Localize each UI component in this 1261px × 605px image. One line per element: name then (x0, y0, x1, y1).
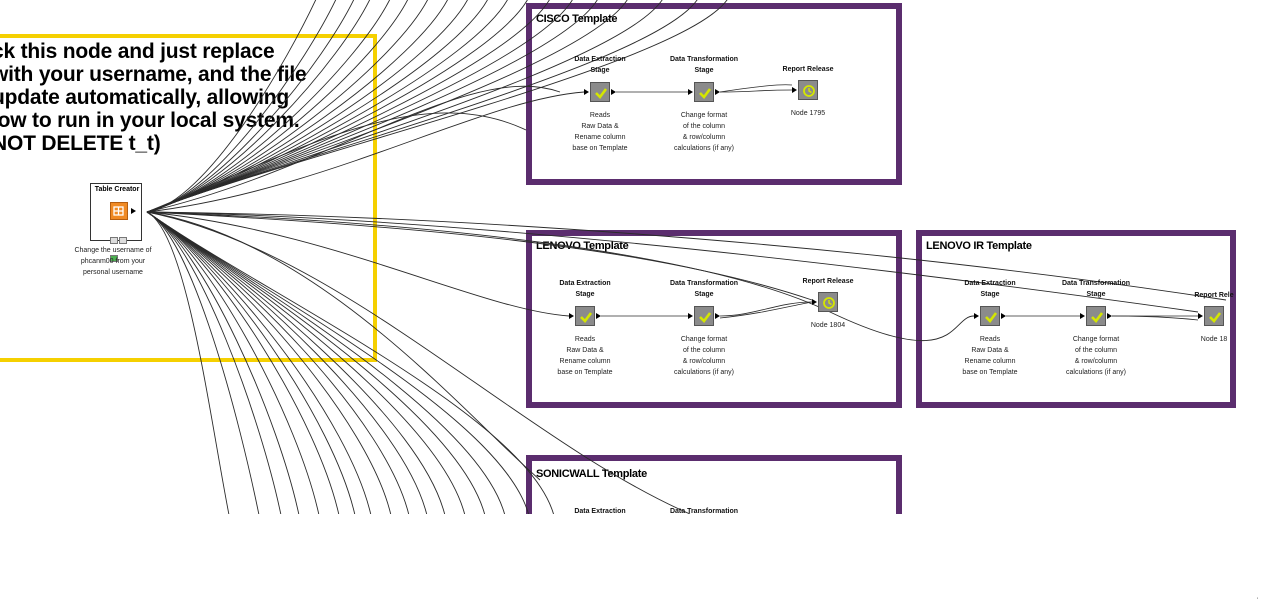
output-port[interactable] (596, 313, 601, 319)
node-description: Reads Raw Data & Rename column base on T… (962, 336, 1018, 376)
workflow-annotation[interactable]: ck this node and just replace with your … (0, 34, 377, 362)
input-port[interactable] (584, 89, 589, 95)
component-node-icon[interactable] (575, 306, 595, 326)
node-label: Report Rele (1194, 292, 1234, 299)
table-creator-title: Table Creator (94, 186, 140, 193)
table-creator-node[interactable]: Table Creator (90, 183, 142, 262)
output-port[interactable] (131, 208, 136, 214)
report-release-node-icon[interactable] (798, 80, 818, 100)
table-creator-description: Change the username of phcanm00 from you… (74, 247, 152, 276)
node-description: Change format of the column & row/column… (1066, 336, 1126, 376)
report-release-node-icon[interactable] (818, 292, 838, 312)
input-port[interactable] (792, 87, 797, 93)
output-port[interactable] (715, 313, 720, 319)
metanode-title: CISCO Template (536, 13, 618, 25)
metanode-title: LENOVO IR Template (926, 240, 1032, 252)
node-description: Change format of the column & row/column… (674, 112, 734, 152)
node-label: Data Extraction Stage (559, 280, 611, 298)
node-label: Data Extraction Stage (574, 56, 626, 74)
node-description: Node 1804 (810, 322, 846, 329)
corner-mark: ' (1257, 598, 1259, 604)
component-node-icon[interactable] (980, 306, 1000, 326)
node-label: Data Transformation Stage (1061, 280, 1131, 298)
metanode-title: LENOVO Template (536, 240, 629, 252)
node-label: Data Extraction Stage (964, 280, 1016, 298)
input-port[interactable] (1080, 313, 1085, 319)
metanode-lenovo-ir-template[interactable]: LENOVO IR Template (916, 230, 1236, 408)
component-node-icon[interactable] (590, 82, 610, 102)
node-label: Data Transformation (669, 508, 739, 514)
workflow-canvas[interactable]: ck this node and just replace with your … (0, 0, 1261, 514)
node-description: Reads Raw Data & Rename column base on T… (557, 336, 613, 376)
node-description: Node 18 (1200, 336, 1228, 343)
node-label: Report Release (802, 278, 854, 285)
component-node-icon[interactable] (1204, 306, 1224, 326)
input-port[interactable] (1198, 313, 1203, 319)
node-description: Reads Raw Data & Rename column base on T… (572, 112, 628, 152)
output-port[interactable] (611, 89, 616, 95)
output-port[interactable] (1001, 313, 1006, 319)
node-label: Data Transformation Stage (669, 280, 739, 298)
node-description: Change format of the column & row/column… (674, 336, 734, 376)
annotation-text: ck this node and just replace with your … (0, 40, 307, 155)
node-label: Data Transformation Stage (669, 56, 739, 74)
output-port[interactable] (1107, 313, 1112, 319)
input-port[interactable] (688, 313, 693, 319)
input-port[interactable] (812, 299, 817, 305)
metanode-title: SONICWALL Template (536, 468, 647, 480)
input-port[interactable] (688, 89, 693, 95)
node-status-traffic-light (110, 231, 132, 262)
component-node-icon[interactable] (1086, 306, 1106, 326)
component-node-icon[interactable] (694, 82, 714, 102)
metanode-cisco-template[interactable]: CISCO Template (526, 3, 902, 185)
input-port[interactable] (974, 313, 979, 319)
output-port[interactable] (715, 89, 720, 95)
component-node-icon[interactable] (694, 306, 714, 326)
input-port[interactable] (569, 313, 574, 319)
node-description: Node 1795 (790, 110, 826, 117)
table-creator-icon (110, 202, 128, 220)
node-label: Data Extraction (574, 508, 626, 514)
node-label: Report Release (782, 66, 834, 73)
